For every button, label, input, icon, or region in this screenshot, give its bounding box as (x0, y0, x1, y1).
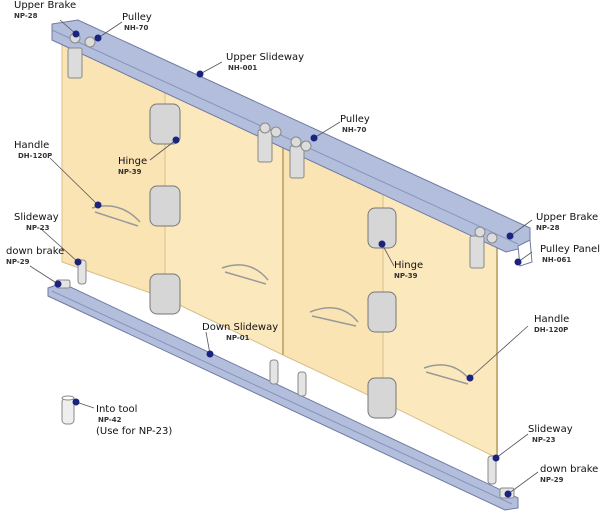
label-pulley-left: Pulley (122, 12, 152, 23)
into-tool-drawing (61, 397, 75, 425)
code-pulley-panel: NH-061 (542, 256, 572, 264)
code-upper-brake-right: NP-28 (536, 224, 560, 232)
code-slideway-left: NP-23 (26, 224, 50, 232)
label-pulley-center: Pulley (340, 114, 370, 125)
label-hinge-left: Hinge (118, 156, 148, 167)
callout-markers (54, 30, 522, 498)
code-pulley-left: NH-70 (124, 24, 149, 32)
label-pulley-panel: Pulley Panel (540, 244, 600, 255)
hinge-hardware (149, 103, 397, 419)
label-down-brake-left: down brake (6, 246, 65, 257)
leader-lines (29, 19, 539, 495)
rail-groove (51, 290, 513, 505)
label-down-slideway: Down Slideway (202, 322, 279, 333)
code-hinge-left: NP-39 (118, 168, 142, 176)
label-upper-brake-right: Upper Brake (536, 212, 599, 223)
note-into-tool: (Use for NP-23) (96, 426, 173, 437)
code-pulley-center: NH-70 (342, 126, 367, 134)
label-into-tool: Into tool (96, 404, 138, 415)
code-upper-brake-left: NP-28 (14, 12, 38, 20)
code-handle-left: DH-120P (18, 152, 53, 160)
rail-groove (51, 29, 519, 245)
label-hinge-right: Hinge (394, 260, 424, 271)
label-handle-right: Handle (534, 314, 570, 325)
label-upper-brake-left: Upper Brake (14, 0, 77, 11)
code-down-brake-right: NP-29 (540, 476, 564, 484)
code-hinge-right: NP-39 (394, 272, 418, 280)
label-upper-slideway: Upper Slideway (226, 52, 305, 63)
code-handle-right: DH-120P (534, 326, 569, 334)
code-into-tool: NP-42 (98, 416, 122, 424)
code-upper-slideway: NH-001 (228, 64, 258, 72)
code-down-slideway: NP-01 (226, 334, 250, 342)
pulley-hardware (67, 32, 498, 269)
into-tool-top (61, 395, 75, 401)
code-down-brake-left: NP-29 (6, 258, 30, 266)
label-slideway-left: Slideway (14, 212, 59, 223)
label-down-brake-right: down brake (540, 464, 599, 475)
handle-hardware (91, 205, 471, 385)
label-slideway-right: Slideway (528, 424, 573, 435)
code-slideway-right: NP-23 (532, 436, 556, 444)
label-handle-left: Handle (14, 140, 50, 151)
